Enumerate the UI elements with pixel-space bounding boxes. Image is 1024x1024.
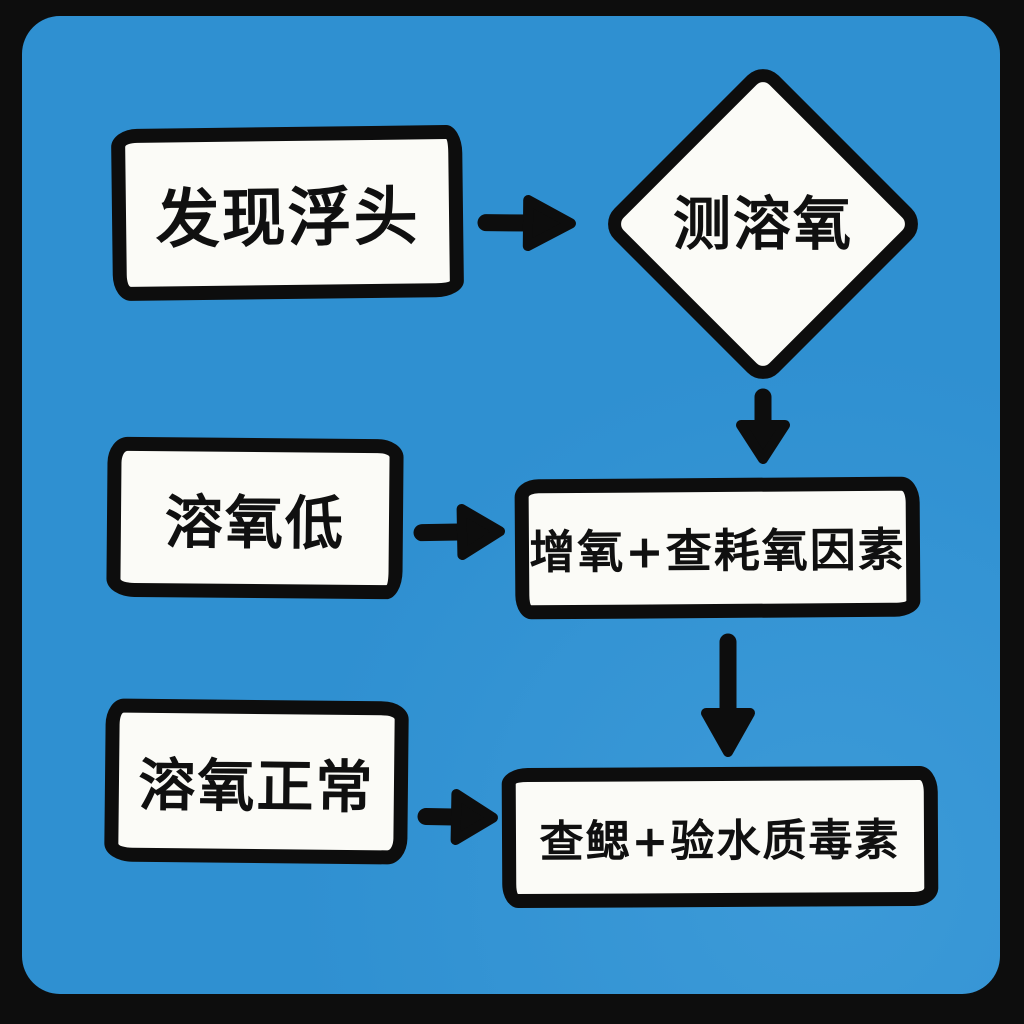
node-oxygen-normal: 溶氧正常 xyxy=(104,698,409,865)
node-check-gills-and-test-water-toxins: 查鳃+验水质毒素 xyxy=(501,765,939,909)
node-label: 增氧+查耗氧因素 xyxy=(529,522,906,580)
node-label: 测溶氧 xyxy=(672,190,853,258)
node-oxygen-low: 溶氧低 xyxy=(106,436,404,600)
node-aerate-and-check-oxygen-consumers: 增氧+查耗氧因素 xyxy=(514,476,921,620)
node-label: 溶氧低 xyxy=(164,488,346,558)
node-measure-dissolved-oxygen: 测溶氧 xyxy=(613,192,913,256)
node-found-floating-head: 发现浮头 xyxy=(110,124,465,302)
node-label: 溶氧正常 xyxy=(138,752,375,821)
node-label: 发现浮头 xyxy=(155,180,421,258)
node-label: 查鳃+验水质毒素 xyxy=(539,815,901,868)
